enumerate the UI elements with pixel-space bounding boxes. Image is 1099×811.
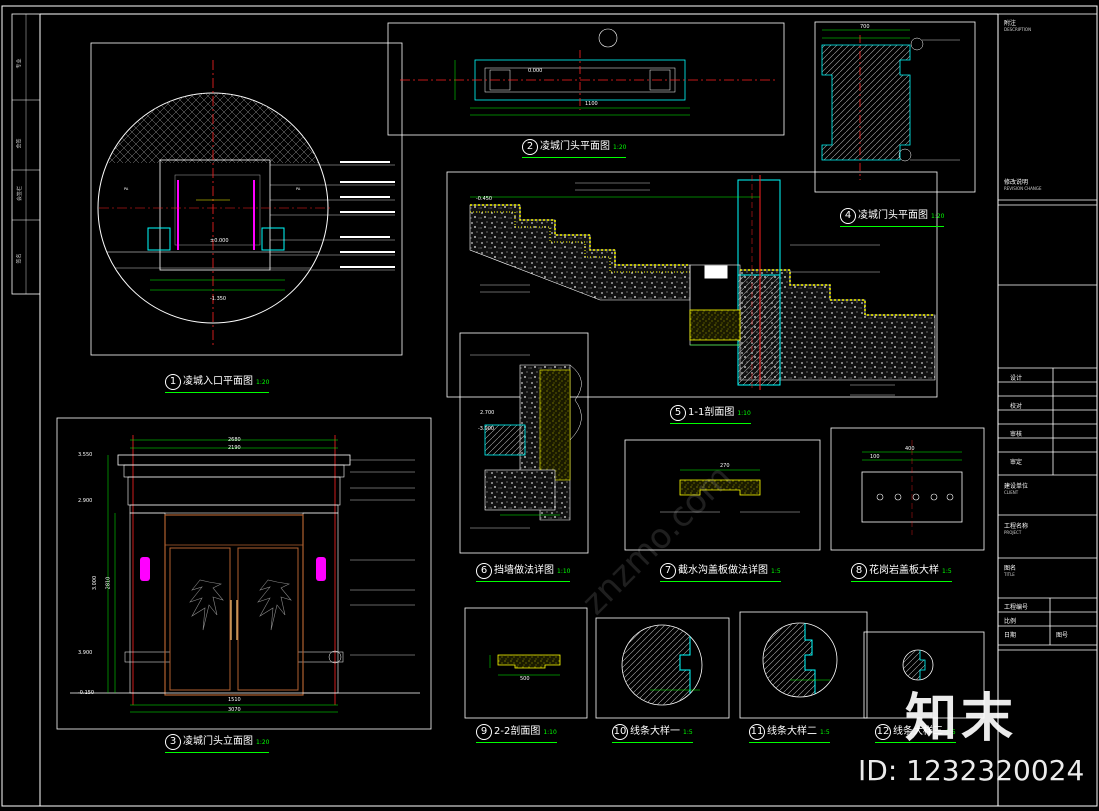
level-3: 3.550 [78, 452, 93, 458]
left-sign-strip [11, 13, 41, 295]
panel-8-granite-cover [830, 427, 985, 551]
panel-12-moulding-3 [863, 631, 985, 719]
dim-1510: 1510 [228, 697, 241, 703]
dim-700: 700 [860, 24, 870, 30]
tb-drawing-en: TITLE [1004, 572, 1015, 577]
panel-5-section-1-1 [446, 171, 938, 398]
tb-project: 工程名称 [1004, 523, 1029, 530]
tb-approve: 审定 [1010, 459, 1023, 466]
panel-11-moulding-2 [739, 611, 868, 719]
level-7: -3.900 [478, 426, 495, 432]
level-9: 3.900 [78, 650, 93, 656]
tb-scale: 比例 [1004, 618, 1017, 625]
panel-9-section-2-2 [464, 607, 588, 719]
tb-revision-en: REVISION CHANGE [1004, 186, 1042, 191]
left-strip-label-4: 签名 [16, 253, 23, 264]
tb-dwg-no: 工程编号 [1004, 604, 1029, 611]
tb-client: 建设单位 [1004, 483, 1029, 490]
dim-2680: 2680 [228, 437, 241, 443]
level-2: -1.350 [210, 296, 227, 302]
panel-7-drain-cover [624, 439, 821, 551]
title-block-frame [997, 13, 1098, 807]
level-0: ±0.000 [210, 238, 229, 244]
watermark-brand: 知末 [905, 689, 1018, 749]
dim-1100: 1100 [585, 101, 598, 107]
tb-design: 设计 [1010, 375, 1023, 382]
tb-audit: 审核 [1010, 431, 1023, 438]
tb-client-en: CLIENT [1004, 490, 1019, 495]
svg-text:PA: PA [124, 187, 129, 191]
tb-date: 日期 [1004, 632, 1017, 639]
left-strip-label-1: 专业 [16, 58, 23, 69]
tb-revision: 修改说明 [1004, 179, 1029, 186]
dim-3070: 3070 [228, 707, 241, 713]
tb-check: 校对 [1010, 403, 1023, 410]
dim-500: 500 [520, 676, 530, 682]
dim-270: 270 [720, 463, 730, 469]
panel-2-gatehead-plan [387, 22, 785, 136]
level-5: -0.150 [78, 690, 95, 696]
level-6: 3.000 [92, 575, 99, 591]
dim-100: 100 [870, 454, 880, 460]
tb-notes: 附注 [1004, 20, 1017, 27]
tb-sheet: 图号 [1056, 632, 1069, 639]
dim-400: 400 [905, 446, 915, 452]
dim-2190: 2190 [228, 445, 241, 451]
dim-2810: 2810 [105, 576, 112, 590]
tb-notes-en: DESCRIPTION [1004, 27, 1032, 32]
panel-3-gate-elevation [56, 417, 432, 730]
panel-10-moulding-1 [595, 617, 730, 719]
tb-project-en: PROJECT [1004, 530, 1022, 535]
left-strip-label-3: 会签栏 [17, 185, 24, 202]
level-10: 2.700 [480, 410, 495, 416]
watermark-id: ID: 1232320024 [858, 754, 1085, 787]
tb-drawing: 图名 [1004, 565, 1017, 572]
panel-6-retaining-wall [459, 332, 589, 554]
level-8: 0.000 [528, 68, 543, 74]
level-1: -0.450 [476, 196, 493, 202]
level-4: 2.900 [78, 498, 93, 504]
svg-text:PA: PA [296, 187, 301, 191]
panel-4-pier-section [814, 21, 976, 193]
left-strip-label-2: 会签 [16, 138, 23, 149]
